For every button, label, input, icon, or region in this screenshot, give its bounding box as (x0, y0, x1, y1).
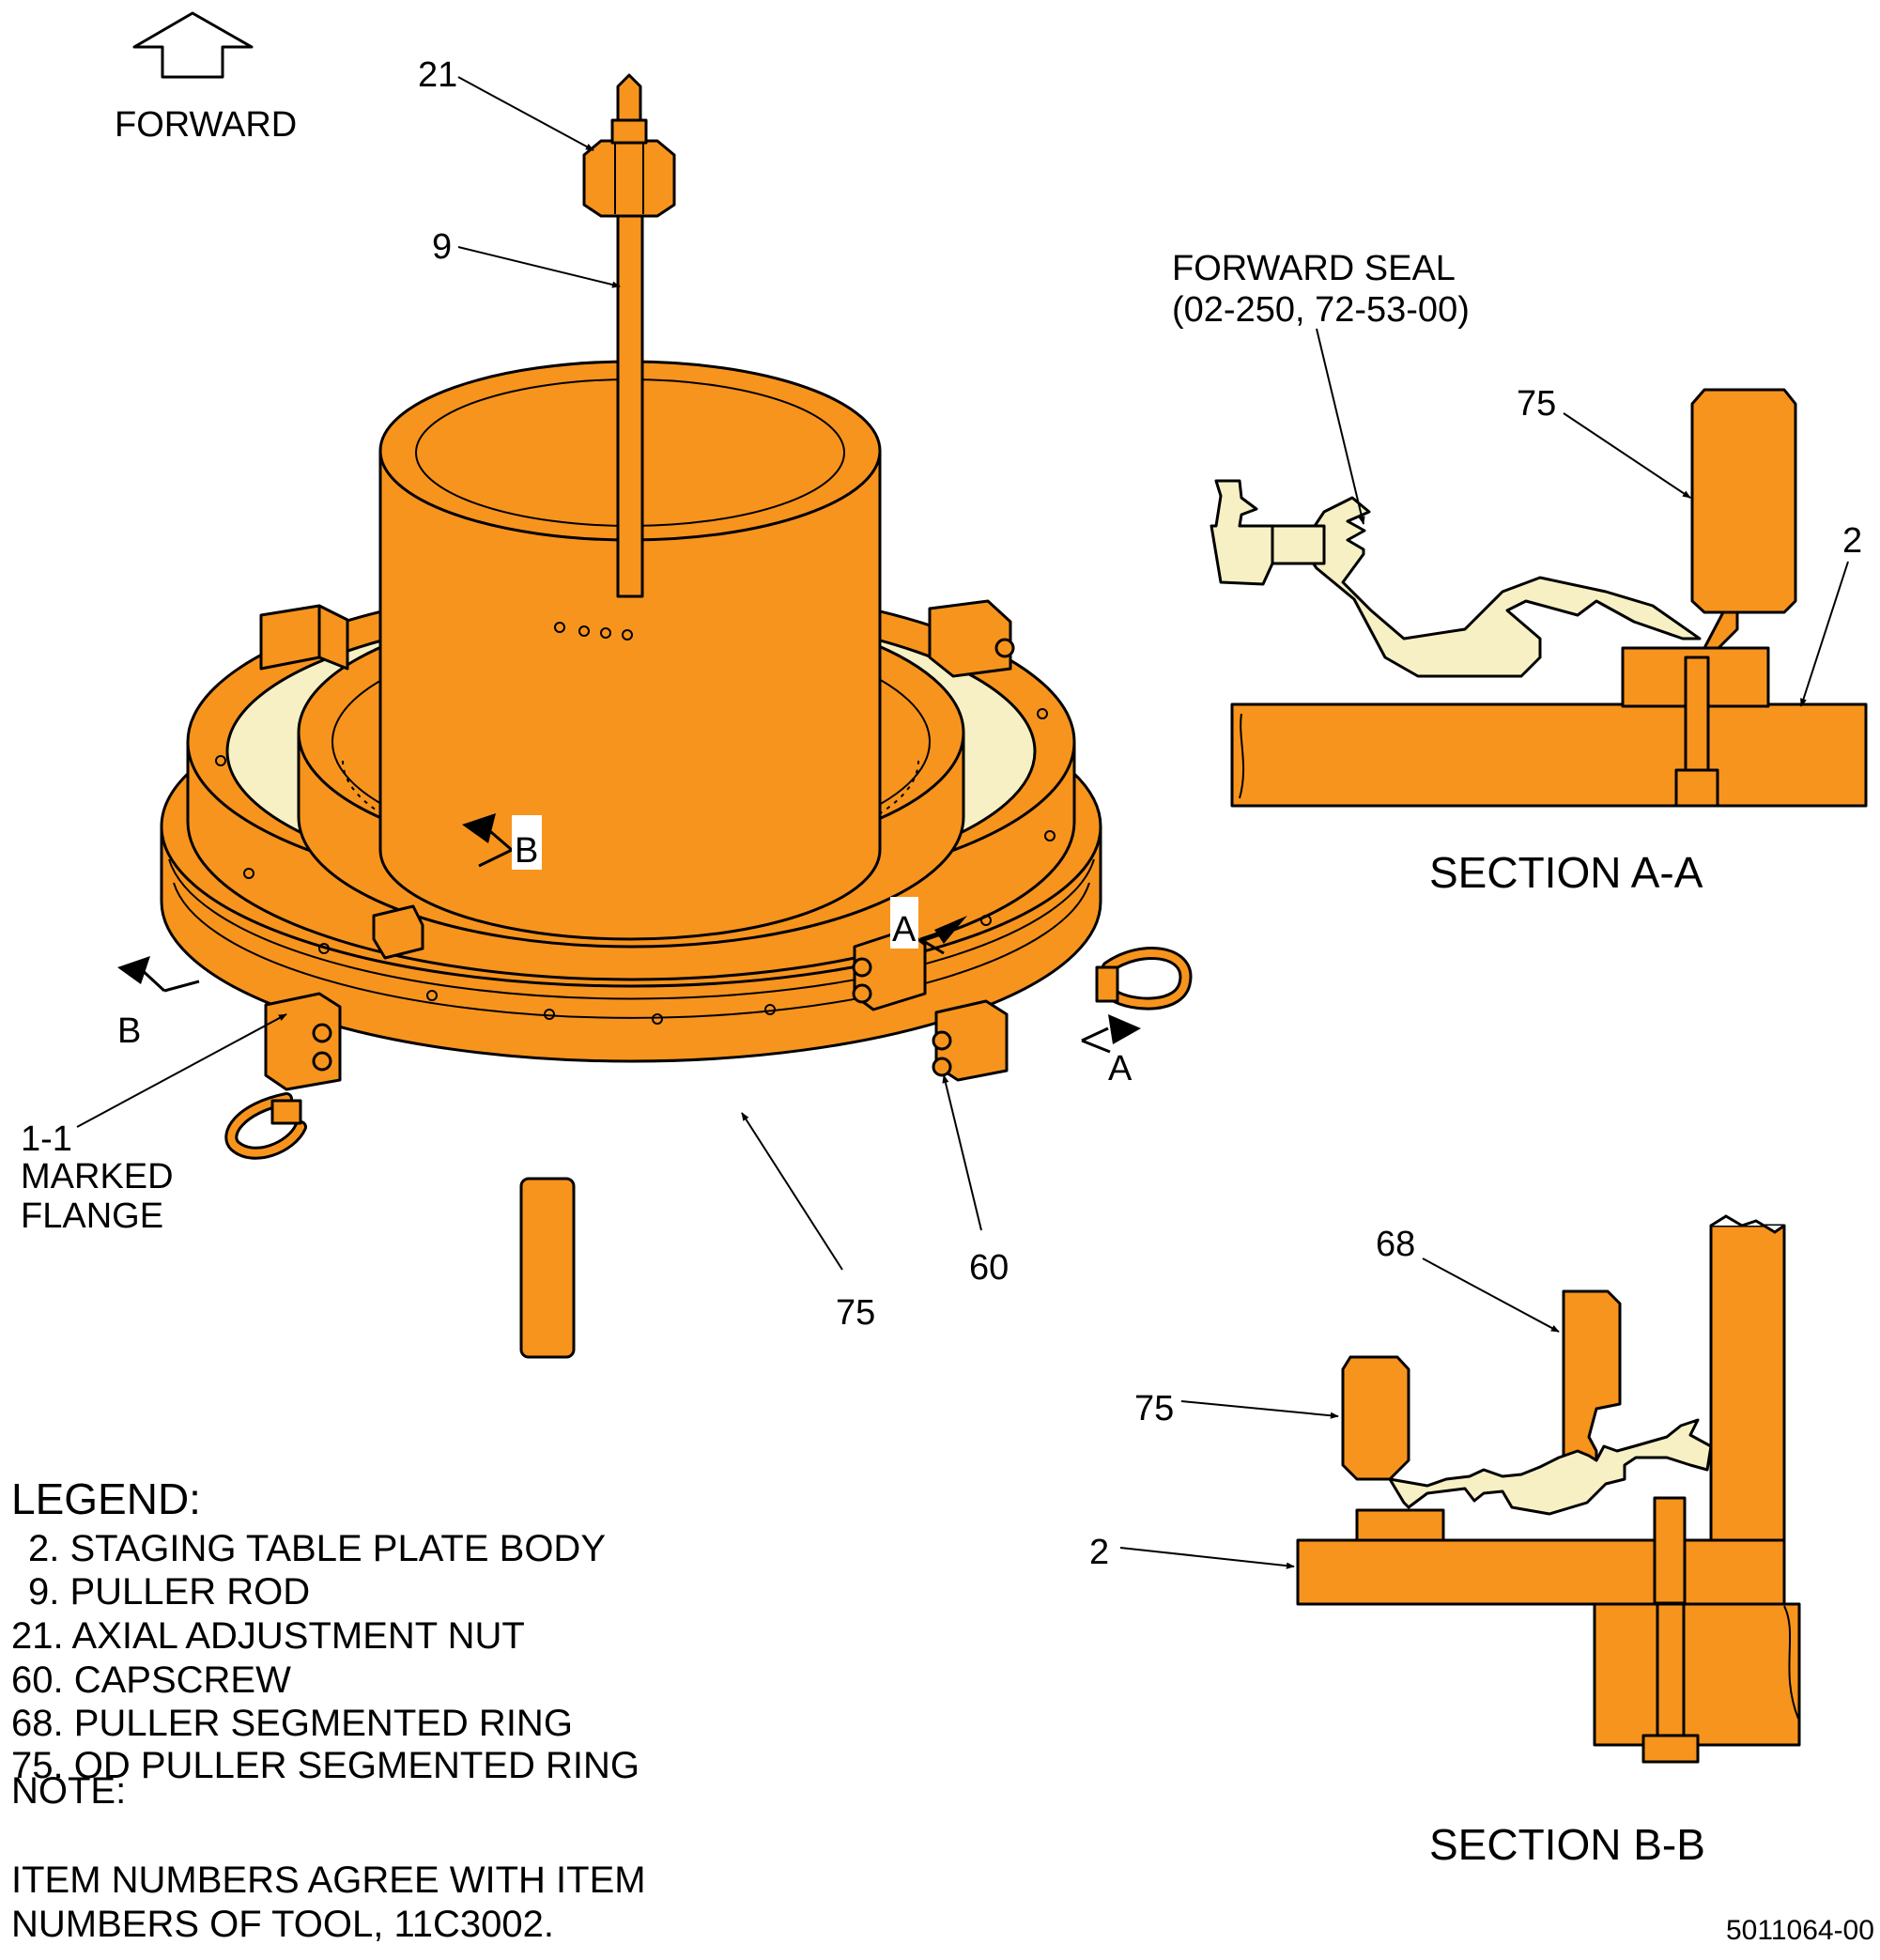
note-text: NUMBERS OF TOOL, 11C3002. (11, 1904, 554, 1945)
od-puller-ring (1341, 1355, 1410, 1481)
section-a-marker (919, 916, 967, 955)
section-b-callout-68: 68 (1376, 1225, 1415, 1264)
clamp-block (372, 904, 424, 960)
figure-number: 5011064-00 (1726, 1915, 1874, 1946)
forward-seal-ref: (02-250, 72-53-00) (1172, 290, 1470, 330)
lift-ring (1095, 946, 1193, 1011)
legend: LEGEND: 2. STAGING TABLE PLATE BODY 9. P… (11, 1474, 640, 1786)
section-b-callout-2: 2 (1089, 1533, 1109, 1572)
legend-item: 68. PULLER SEGMENTED RING (11, 1703, 573, 1744)
forward-label: FORWARD (115, 105, 297, 145)
section-a-view (1210, 388, 1868, 808)
section-b-title: SECTION B-B (1429, 1820, 1705, 1869)
note: NOTE: ITEM NUMBERS AGREE WITH ITEM NUMBE… (11, 1770, 646, 1945)
section-b-letter: B (117, 1011, 141, 1051)
axial-adjustment-nut (582, 139, 676, 218)
section-b-marker (117, 956, 200, 993)
legend-item: 75. OD PULLER SEGMENTED RING (11, 1745, 640, 1786)
section-b-letter: B (515, 831, 538, 871)
section-a-leaders (1316, 328, 1849, 707)
forward-arrow-icon (132, 11, 254, 79)
flange-wall (1709, 1224, 1786, 1542)
clamp-block (928, 599, 1015, 678)
od-puller-ring (1690, 388, 1797, 614)
capscrew (1656, 1602, 1686, 1737)
lower-stem (519, 1177, 576, 1359)
forward-seal (1210, 479, 1702, 678)
callout-1-1-flange: FLANGE (21, 1196, 163, 1236)
rod-tip (616, 73, 642, 122)
callout-1-1: 1-1 (21, 1119, 72, 1159)
section-b-callout-75: 75 (1134, 1389, 1174, 1428)
legend-item: 9. PULLER ROD (28, 1571, 310, 1613)
staging-plate (1296, 1538, 1786, 1606)
section-b-marker (462, 813, 513, 868)
clamp-block (264, 992, 342, 1091)
clamp-block (852, 928, 927, 1011)
section-a-callout-2: 2 (1842, 521, 1862, 561)
capscrew (1684, 656, 1710, 777)
callout-60: 60 (969, 1248, 1009, 1288)
callout-75: 75 (836, 1293, 875, 1333)
section-b-view (1296, 1214, 1801, 1764)
section-a-marker (1081, 1014, 1141, 1054)
legend-title: LEGEND: (11, 1474, 201, 1523)
staging-plate (1230, 702, 1868, 808)
callout-leaders (76, 76, 982, 1271)
section-a-title: SECTION A-A (1429, 848, 1703, 897)
callout-9: 9 (432, 227, 452, 267)
lift-ring (224, 1092, 307, 1160)
note-text: ITEM NUMBERS AGREE WITH ITEM (11, 1860, 646, 1901)
clamp-block (932, 999, 1009, 1082)
puller-assembly (117, 73, 1193, 1359)
forward-seal-label: FORWARD SEAL (1172, 249, 1456, 288)
legend-item: 2. STAGING TABLE PLATE BODY (28, 1528, 606, 1569)
puller-rod (616, 209, 644, 598)
forward-seal (1388, 1418, 1713, 1516)
callout-1-1-marked: MARKED (21, 1157, 174, 1196)
note-title: NOTE: (11, 1770, 126, 1812)
callout-21: 21 (418, 55, 457, 95)
section-a-callout-75: 75 (1517, 384, 1556, 424)
puller-cylinder (378, 449, 882, 941)
legend-item: 60. CAPSCREW (11, 1659, 291, 1701)
section-a-letter: A (892, 910, 917, 949)
section-b-leaders (1119, 1258, 1560, 1569)
legend-item: 21. AXIAL ADJUSTMENT NUT (11, 1615, 525, 1657)
section-a-letter: A (1108, 1049, 1133, 1088)
clamp-block (259, 604, 349, 671)
